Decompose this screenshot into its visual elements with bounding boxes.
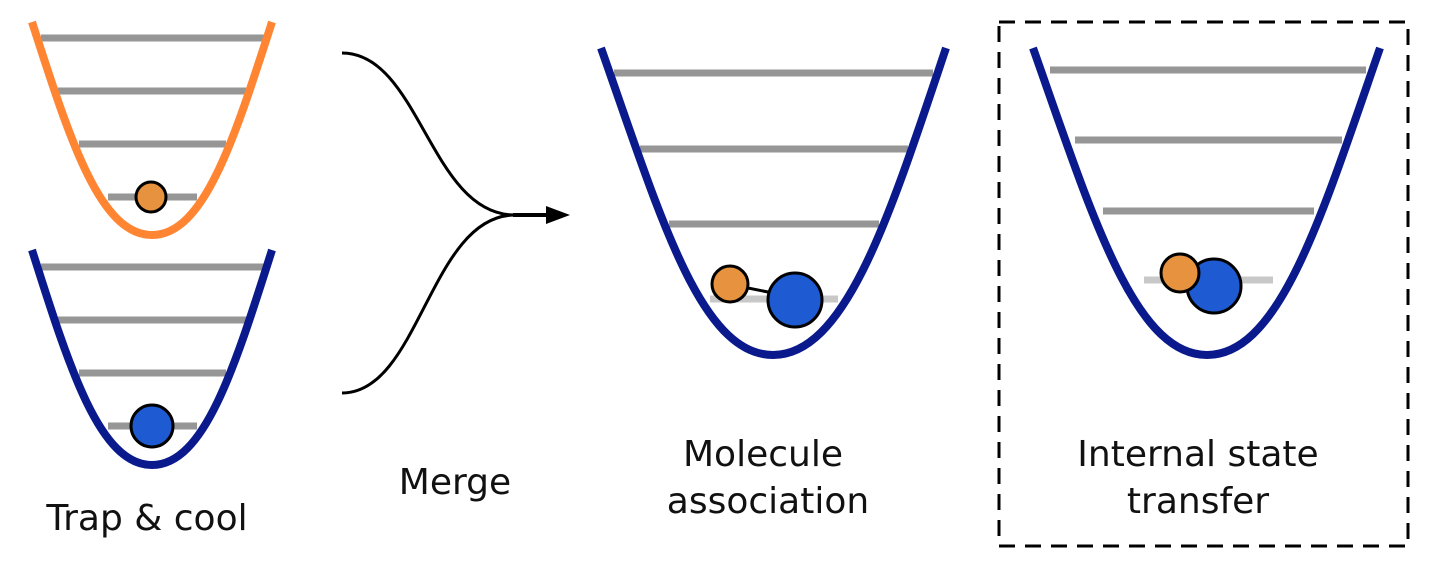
panel-merge: Merge [341, 51, 570, 503]
panel-label-internal-state-transfer-line1: Internal state [1077, 434, 1318, 475]
blue-trap [28, 248, 276, 470]
blue-trap-potential [597, 46, 950, 360]
panel-internal-state-transfer: Internal state transfer [997, 20, 1410, 548]
panel-label-trap-and-cool: Trap & cool [45, 498, 247, 539]
blue-atom [766, 271, 824, 329]
panel-label-molecule-association-line1: Molecule [683, 434, 843, 475]
panel-molecule-association: Molecule association [597, 46, 950, 522]
orange-trap-potential [28, 20, 276, 240]
panel-label-internal-state-transfer-line2: transfer [1127, 481, 1269, 522]
blue-atom [129, 403, 175, 449]
panel-label-molecule-association-line2: association [667, 481, 869, 522]
arrowhead-icon [546, 206, 570, 224]
merge-curve-top [341, 51, 516, 217]
blue-trap-potential [1029, 46, 1384, 360]
orange-atom [134, 180, 168, 214]
merge-curve-bottom [341, 213, 516, 395]
orange-atom [1159, 252, 1201, 294]
orange-trap [28, 20, 276, 240]
panel-trap-and-cool: Trap & cool [28, 20, 276, 539]
orange-atom [710, 264, 750, 304]
blue-trap-potential [28, 248, 276, 470]
panel-label-merge: Merge [399, 462, 511, 503]
